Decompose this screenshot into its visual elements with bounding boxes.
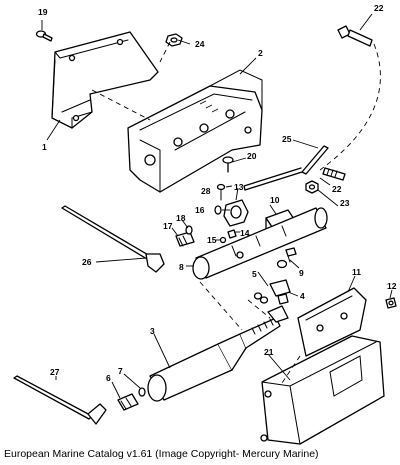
cable-fitting-part-22: [322, 167, 346, 181]
copyright-caption: European Marine Catalog v1.61 (Image Cop…: [4, 448, 319, 460]
rod-assembly-part-3: [147, 305, 289, 402]
callout-8: 8: [179, 262, 184, 272]
callout-22-top: 22: [374, 3, 384, 13]
callout-18: 18: [176, 213, 186, 223]
callout-15: 15: [207, 235, 217, 245]
callout-9: 9: [299, 268, 304, 278]
callout-19: 19: [38, 7, 48, 17]
callout-2: 2: [258, 48, 263, 58]
callout-22-bottom: 22: [332, 184, 342, 194]
oring-part-7: [138, 387, 146, 397]
fitting-part-17: [175, 231, 195, 247]
hose-part-27: [13, 375, 107, 425]
callout-27: 27: [50, 367, 60, 377]
callout-28: 28: [201, 186, 211, 196]
washer-part-16: [214, 205, 222, 215]
callout-26: 26: [82, 257, 92, 267]
screw-part-12: [385, 297, 397, 309]
fitting-part-6: [117, 393, 139, 411]
screw-part-19: [35, 30, 53, 42]
cylinder-part-8: [192, 207, 328, 280]
callout-25: 25: [282, 134, 292, 144]
leader-lines: [41, 13, 393, 399]
screw-part-20: [222, 156, 234, 173]
callout-17: 17: [163, 221, 173, 231]
callout-4: 4: [300, 291, 305, 301]
callout-16: 16: [195, 205, 205, 215]
trunnion-part-13: [223, 199, 249, 227]
fitting-part-14: [227, 229, 237, 239]
rod-part-25: [243, 145, 329, 191]
callout-11: 11: [352, 267, 361, 277]
reservoir-part-21: [260, 335, 385, 445]
screw-part-28: [216, 183, 226, 201]
callout-6: 6: [106, 373, 111, 383]
hose-part-26: [61, 205, 165, 273]
callout-12: 12: [387, 281, 397, 291]
callout-3: 3: [150, 326, 155, 336]
callout-21: 21: [264, 347, 274, 357]
callout-7: 7: [118, 366, 123, 376]
mounting-bracket: [51, 31, 159, 129]
callout-13: 13: [234, 182, 244, 192]
callout-23: 23: [340, 198, 350, 208]
callout-24: 24: [195, 39, 205, 49]
bracket-housing: [127, 69, 263, 193]
bracket-part-11: [297, 287, 367, 357]
fitting-part-15: [219, 236, 227, 244]
callout-5: 5: [252, 269, 257, 279]
fitting-part-9: [285, 247, 297, 263]
callout-14: 14: [240, 228, 250, 238]
callout-1: 1: [42, 142, 47, 152]
callout-10: 10: [270, 195, 280, 205]
nut-part-23: [305, 180, 319, 194]
cable-part-22: [319, 25, 381, 171]
callout-20: 20: [247, 151, 257, 161]
callout-labels: 19 24 2 1 22 20 25 22 23 28 13 16 10 18 …: [38, 3, 397, 383]
elbow-part-4: [269, 279, 291, 305]
oring-part-5: [253, 259, 288, 304]
